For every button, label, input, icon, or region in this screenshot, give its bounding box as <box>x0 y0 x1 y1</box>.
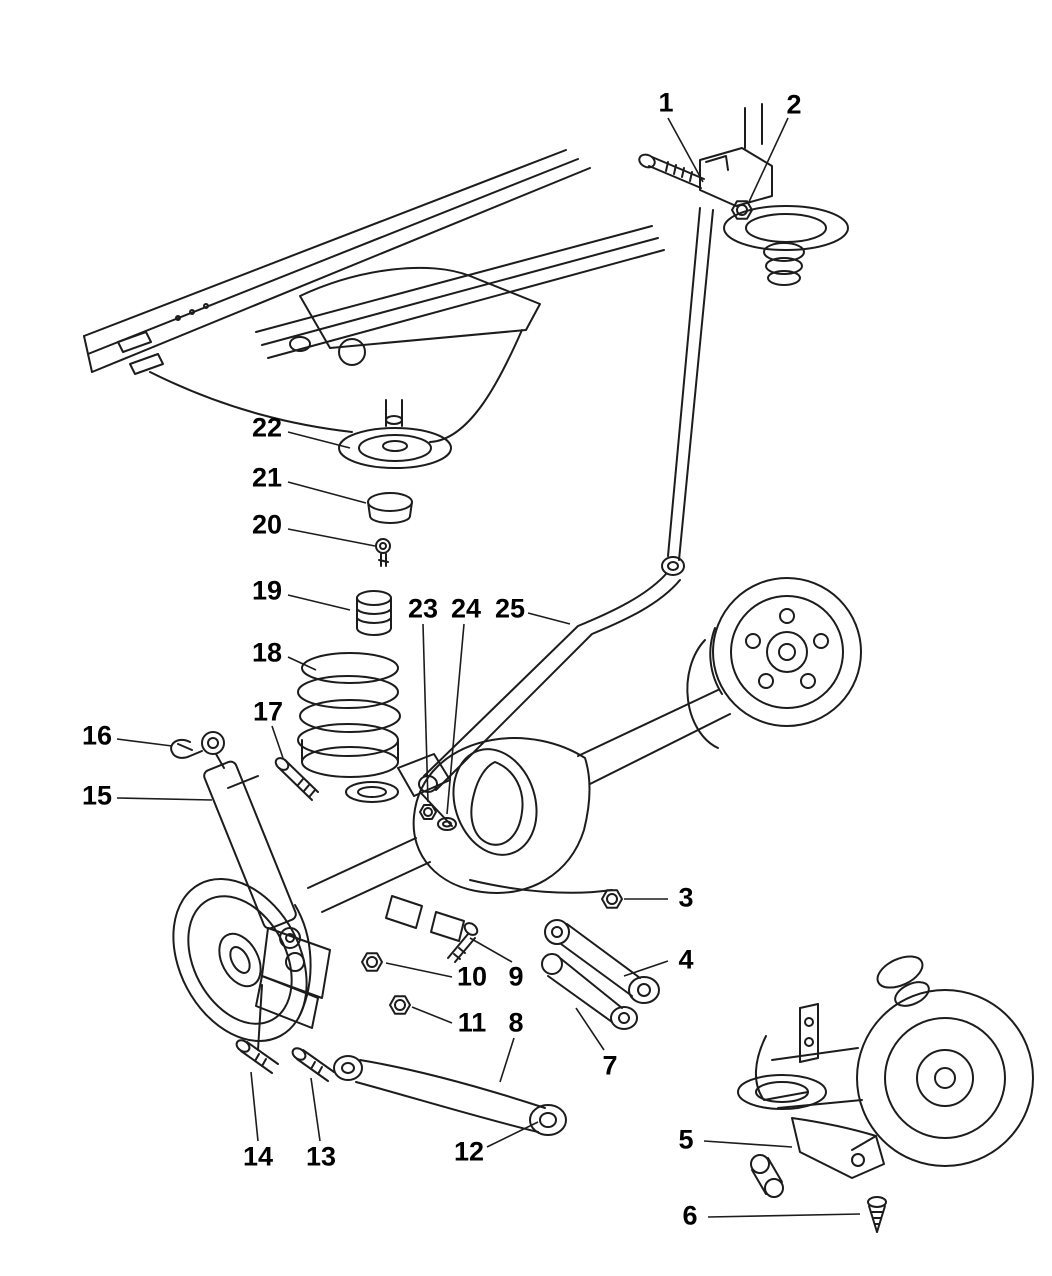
leader-line-11 <box>411 1006 453 1024</box>
bolt-1 <box>638 153 705 189</box>
axle-detail-bottom-right <box>737 955 1034 1233</box>
rear-axle-assembly <box>307 689 731 942</box>
leader-line-25 <box>527 612 571 625</box>
bolt-14 <box>235 1039 279 1074</box>
callout-23: 23 <box>407 593 439 624</box>
lower-control-arm <box>235 922 567 1136</box>
leader-line-16 <box>116 738 173 747</box>
screw-6 <box>867 1196 887 1233</box>
leader-line-12 <box>486 1121 539 1148</box>
leader-line-5 <box>703 1140 793 1148</box>
callout-20: 20 <box>251 509 283 540</box>
leader-line-23 <box>422 623 429 803</box>
callout-12: 12 <box>453 1136 485 1167</box>
callout-15: 15 <box>81 780 113 811</box>
callout-25: 25 <box>494 593 526 624</box>
bracket-5 <box>791 1117 885 1179</box>
callout-8: 8 <box>508 1007 524 1038</box>
callout-22: 22 <box>251 412 283 443</box>
callout-7: 7 <box>602 1050 618 1081</box>
leader-line-24 <box>446 623 465 815</box>
leader-line-20 <box>287 528 376 547</box>
nut-3 <box>601 889 623 909</box>
leader-line-7 <box>575 1007 605 1051</box>
nut-23 <box>419 804 437 820</box>
nut-2 <box>731 200 753 220</box>
callout-17: 17 <box>252 696 284 727</box>
leader-line-19 <box>287 594 351 611</box>
callout-19: 19 <box>251 575 283 606</box>
leader-line-15 <box>116 797 213 801</box>
leader-line-1 <box>667 117 704 183</box>
leader-line-4 <box>623 960 669 977</box>
bolt-17 <box>274 757 319 801</box>
nut-10 <box>361 952 383 972</box>
leader-line-18 <box>287 656 317 671</box>
callout-3: 3 <box>678 882 694 913</box>
leader-line-9 <box>469 937 513 963</box>
callout-5: 5 <box>678 1124 694 1155</box>
nut-11 <box>389 995 411 1015</box>
callout-13: 13 <box>305 1141 337 1172</box>
callout-4: 4 <box>678 944 694 975</box>
track-bar <box>397 207 714 831</box>
callout-24: 24 <box>450 593 482 624</box>
callout-18: 18 <box>251 637 283 668</box>
upper-control-arm <box>541 889 660 1030</box>
drum-brake-right <box>686 577 862 749</box>
leader-line-17 <box>271 725 284 759</box>
shackle <box>750 1154 784 1198</box>
bolt-13 <box>291 1047 335 1082</box>
coil-spring <box>297 652 401 778</box>
leader-line-14 <box>250 1071 259 1142</box>
frame-rails <box>83 149 665 443</box>
upper-spring-mount <box>638 103 849 286</box>
callout-9: 9 <box>508 961 524 992</box>
leader-line-10 <box>385 962 453 978</box>
cup-21 <box>367 492 413 524</box>
callout-14: 14 <box>242 1141 274 1172</box>
callout-10: 10 <box>456 961 488 992</box>
callout-21: 21 <box>251 462 283 493</box>
clip-16 <box>170 738 203 759</box>
leader-line-21 <box>287 481 367 504</box>
callout-11: 11 <box>457 1007 487 1038</box>
bolt-9 <box>447 922 479 963</box>
callout-1: 1 <box>658 87 674 118</box>
leader-line-6 <box>707 1213 861 1218</box>
callout-16: 16 <box>81 720 113 751</box>
callout-2: 2 <box>786 89 802 120</box>
washer-24 <box>437 817 457 831</box>
leader-line-13 <box>310 1077 321 1142</box>
bolt-20 <box>375 538 391 567</box>
jounce-bumper <box>356 590 392 636</box>
shock-lower-bracket <box>255 927 331 1029</box>
shock-absorber <box>170 731 331 1029</box>
leader-line-22 <box>287 431 351 449</box>
leader-line-8 <box>499 1037 515 1083</box>
leader-line-2 <box>747 117 789 205</box>
callout-6: 6 <box>682 1200 698 1231</box>
spring-upper-seat <box>338 415 452 567</box>
